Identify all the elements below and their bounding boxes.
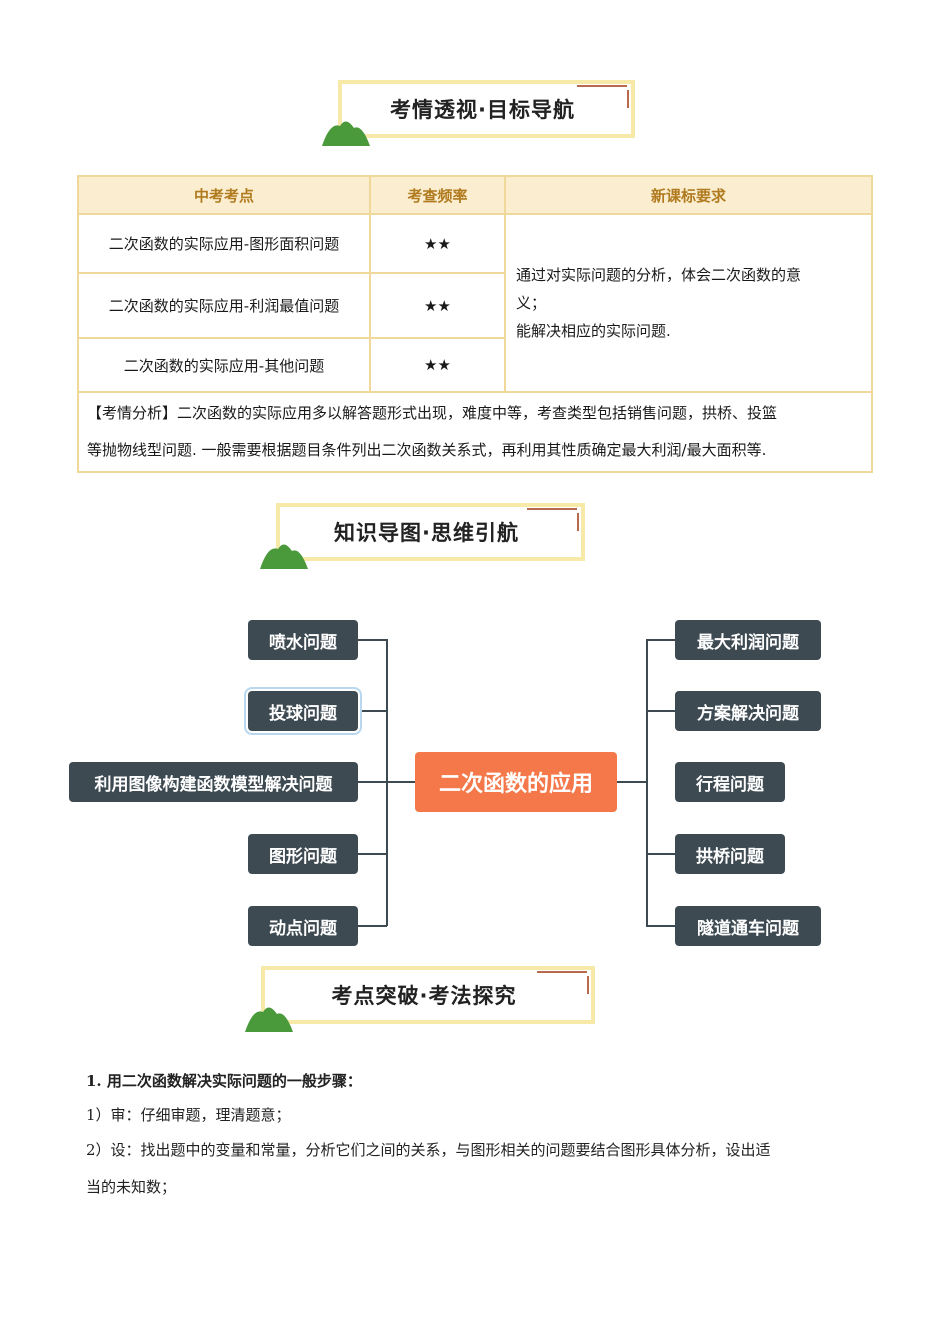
requirement-cell: 通过对实际问题的分析，体会二次函数的意 义； 能解决相应的实际问题. bbox=[504, 213, 873, 393]
mindmap-node-arch-bridge[interactable]: 拱桥问题 bbox=[675, 834, 785, 874]
banner-deco-line bbox=[587, 976, 589, 994]
header-exam-point: 中考考点 bbox=[77, 175, 371, 215]
analysis-cell: 【考情分析】二次函数的实际应用多以解答题形式出现，难度中等，考查类型包括销售问题… bbox=[77, 391, 873, 473]
mindmap-node-tunnel[interactable]: 隧道通车问题 bbox=[675, 906, 821, 946]
banner-deco-line bbox=[577, 85, 627, 87]
connector-line bbox=[361, 710, 387, 712]
frequency-cell: ★★ bbox=[369, 213, 506, 274]
step-text: 1）审：仔细审题，理清题意； bbox=[86, 1106, 291, 1124]
banner-frame bbox=[276, 503, 585, 561]
banner-frame bbox=[261, 966, 595, 1024]
steps-heading: 1. 用二次函数解决实际问题的一般步骤： bbox=[86, 1072, 362, 1090]
analysis-text: 【考情分析】二次函数的实际应用多以解答题形式出现，难度中等，考查类型包括销售问题… bbox=[87, 404, 778, 422]
connector-line bbox=[357, 781, 416, 783]
connector-line bbox=[357, 925, 387, 927]
header-requirement: 新课标要求 bbox=[504, 175, 873, 215]
connector-line bbox=[646, 925, 676, 927]
section-banner-exam: 考情透视·目标导航 bbox=[322, 80, 635, 146]
table-row: 【考情分析】二次函数的实际应用多以解答题形式出现，难度中等，考查类型包括销售问题… bbox=[77, 391, 873, 473]
connector-line bbox=[616, 781, 647, 783]
requirement-text: 通过对实际问题的分析，体会二次函数的意 bbox=[516, 266, 802, 284]
section-banner-breakthrough: 考点突破·考法探究 bbox=[245, 966, 595, 1032]
connector-line bbox=[646, 639, 648, 926]
mindmap-node-model[interactable]: 利用图像构建函数模型解决问题 bbox=[69, 762, 358, 802]
banner-deco-line bbox=[577, 513, 579, 531]
mindmap-center-node[interactable]: 二次函数的应用 bbox=[415, 752, 617, 812]
mountain-icon bbox=[245, 1007, 293, 1032]
mindmap-node-spray[interactable]: 喷水问题 bbox=[248, 620, 358, 660]
mindmap-node-max-profit[interactable]: 最大利润问题 bbox=[675, 620, 821, 660]
exam-point-cell: 二次函数的实际应用-其他问题 bbox=[77, 337, 371, 393]
banner-title: 考情透视·目标导航 bbox=[390, 98, 575, 122]
step-text: 2）设：找出题中的变量和常量，分析它们之间的关系，与图形相关的问题要结合图形具体… bbox=[86, 1141, 771, 1159]
exam-point-cell: 二次函数的实际应用-图形面积问题 bbox=[77, 213, 371, 274]
table-row: 二次函数的实际应用-图形面积问题 ★★ 通过对实际问题的分析，体会二次函数的意 … bbox=[77, 213, 873, 393]
banner-title: 考点突破·考法探究 bbox=[331, 984, 517, 1008]
step-text: 当的未知数； bbox=[86, 1178, 177, 1196]
analysis-text: 等抛物线型问题. 一般需要根据题目条件列出二次函数关系式，再利用其性质确定最大利… bbox=[87, 441, 767, 459]
mindmap-node-travel[interactable]: 行程问题 bbox=[675, 762, 785, 802]
connector-line bbox=[646, 710, 676, 712]
connector-line bbox=[646, 639, 676, 641]
banner-deco-line bbox=[627, 90, 629, 108]
frequency-cell: ★★ bbox=[369, 337, 506, 393]
mindmap-node-plan[interactable]: 方案解决问题 bbox=[675, 691, 821, 731]
mindmap-node-moving-point[interactable]: 动点问题 bbox=[248, 906, 358, 946]
banner-deco-line bbox=[527, 508, 577, 510]
exam-point-cell: 二次函数的实际应用-利润最值问题 bbox=[77, 272, 371, 339]
banner-frame bbox=[338, 80, 635, 138]
connector-line bbox=[646, 853, 676, 855]
mindmap-node-shape[interactable]: 图形问题 bbox=[248, 834, 358, 874]
connector-line bbox=[357, 639, 387, 641]
table-row: 二次函数的实际应用-其他问题 ★★ bbox=[77, 337, 872, 393]
banner-title: 知识导图·思维引航 bbox=[334, 521, 519, 545]
table-row: 二次函数的实际应用-利润最值问题 ★★ bbox=[77, 272, 872, 339]
frequency-cell: ★★ bbox=[369, 272, 506, 339]
requirement-text: 义； bbox=[516, 294, 547, 312]
mindmap-node-throw[interactable]: 投球问题 bbox=[244, 687, 362, 735]
exam-points-table: 中考考点 考查频率 新课标要求 二次函数的实际应用-图形面积问题 ★★ 通过对实… bbox=[77, 175, 873, 473]
banner-deco-line bbox=[537, 971, 587, 973]
section-banner-mindmap: 知识导图·思维引航 bbox=[260, 503, 585, 569]
mountain-icon bbox=[260, 544, 308, 569]
connector-line bbox=[357, 853, 387, 855]
header-frequency: 考查频率 bbox=[369, 175, 506, 215]
requirement-text: 能解决相应的实际问题. bbox=[516, 322, 671, 340]
mountain-icon bbox=[322, 121, 370, 146]
